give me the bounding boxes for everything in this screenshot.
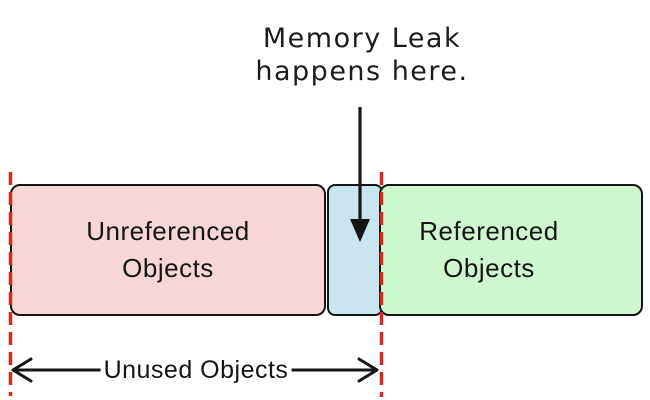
unused-objects-label: Unused Objects xyxy=(100,356,292,385)
annotation-title-line2: happens here. xyxy=(255,56,469,87)
unreferenced-objects-box: Unreferenced Objects xyxy=(10,184,326,316)
referenced-objects-box: Referenced Objects xyxy=(379,184,643,316)
leaked-objects-box xyxy=(327,184,383,316)
unreferenced-objects-label: Unreferenced Objects xyxy=(86,216,250,283)
annotation-title: Memory Leak happens here. xyxy=(255,22,468,88)
annotation-title-line1: Memory Leak xyxy=(262,23,462,54)
referenced-objects-label: Referenced Objects xyxy=(419,216,559,283)
